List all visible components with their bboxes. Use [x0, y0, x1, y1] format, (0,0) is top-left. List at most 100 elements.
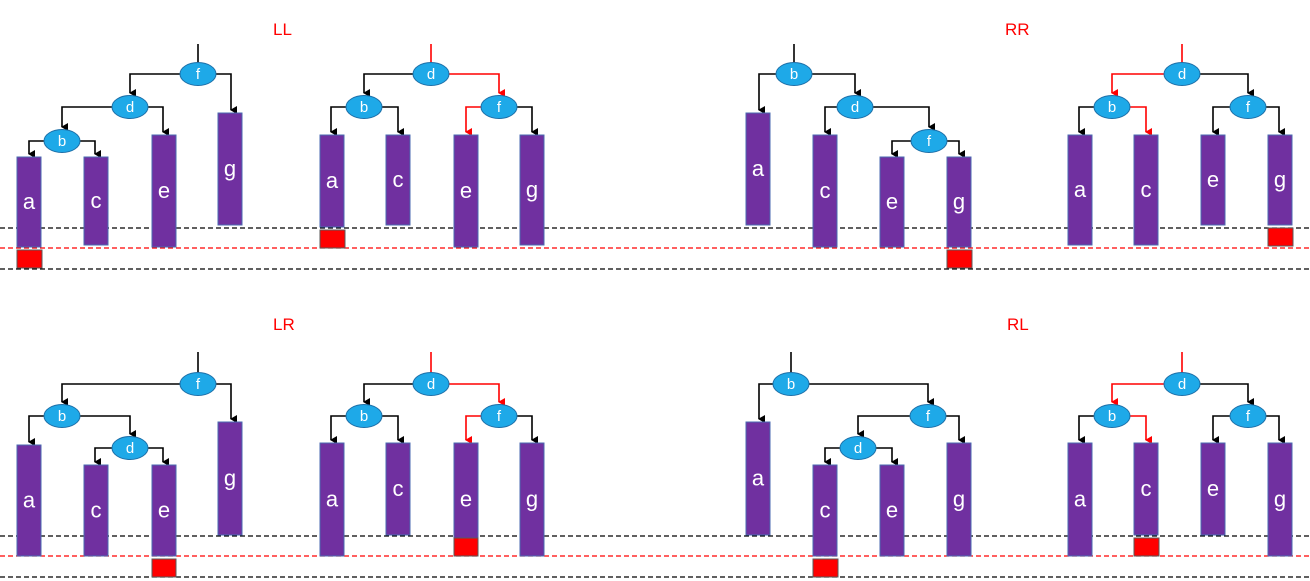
subtree-bar-e	[151, 464, 177, 557]
inserted-node-block	[151, 558, 177, 578]
tree-edge	[129, 73, 180, 97]
tree-node-f	[910, 129, 948, 153]
subtree-bar-a	[1067, 134, 1093, 246]
subtree-label-c: c	[91, 188, 102, 213]
subtree-bar-g	[519, 134, 545, 246]
panel-title-ll: LL	[273, 20, 292, 39]
tree-node-label-d: d	[126, 99, 134, 116]
subtree-bar-e	[1200, 134, 1226, 226]
tree-edge	[216, 73, 237, 114]
tree-edge	[80, 140, 101, 158]
tree-edge	[330, 106, 346, 136]
tree-node-f	[480, 404, 518, 428]
tree-node-d	[836, 95, 874, 119]
tree-node-label-b: b	[58, 133, 66, 150]
rotation-edge	[1130, 106, 1152, 136]
subtree-label-a: a	[326, 487, 339, 512]
tree-edge	[61, 106, 112, 131]
tree-node-label-d: d	[851, 99, 859, 116]
tree-node-label-d: d	[126, 440, 134, 457]
subtree-label-g: g	[953, 189, 965, 214]
tree-edge	[517, 415, 538, 444]
subtree-label-e: e	[460, 178, 472, 203]
tree-node-d	[1163, 62, 1201, 86]
tree-edge	[873, 106, 935, 131]
subtree-label-c: c	[1141, 177, 1152, 202]
tree-node-label-d: d	[854, 440, 862, 457]
subtree-bar-c	[385, 442, 411, 536]
tree-edge	[94, 447, 112, 466]
subtree-label-c: c	[1141, 476, 1152, 501]
subtree-label-c: c	[91, 498, 102, 523]
tree-edge	[28, 140, 44, 158]
tree-node-b	[43, 129, 81, 153]
subtree-bar-e	[879, 156, 905, 248]
tree-node-b	[345, 95, 383, 119]
subtree-bar-c	[812, 134, 838, 248]
subtree-bar-a	[745, 112, 771, 226]
subtree-label-a: a	[1074, 487, 1087, 512]
tree-node-label-b: b	[1108, 408, 1116, 425]
subtree-label-e: e	[1207, 167, 1219, 192]
subtree-label-g: g	[526, 177, 538, 202]
rotation-edge	[1111, 73, 1164, 97]
tree-edge	[363, 383, 413, 406]
subtree-label-e: e	[460, 487, 472, 512]
tree-node-label-b: b	[790, 66, 798, 83]
tree-edge	[517, 106, 538, 136]
tree-edge	[824, 106, 837, 136]
tree-node-d	[1163, 372, 1201, 396]
subtree-bar-c	[812, 464, 838, 557]
tree-node-f	[179, 372, 217, 396]
tree-node-b	[772, 372, 810, 396]
tree-node-label-f: f	[497, 99, 502, 116]
subtree-bar-e	[1200, 442, 1226, 536]
subtree-bar-c	[385, 134, 411, 226]
tree-edge	[1212, 415, 1230, 444]
tree-edge	[1266, 106, 1285, 136]
subtree-label-g: g	[1274, 167, 1286, 192]
subtree-label-c: c	[820, 498, 831, 523]
subtree-label-e: e	[886, 189, 898, 214]
tree-node-f	[909, 404, 947, 428]
subtree-bar-g	[1267, 442, 1293, 557]
tree-edge	[382, 415, 404, 444]
rotation-edge	[449, 73, 505, 97]
tree-node-label-f: f	[196, 66, 201, 83]
tree-node-f	[480, 95, 518, 119]
tree-node-f	[179, 62, 217, 86]
tree-edge	[812, 73, 861, 97]
tree-edge	[857, 415, 910, 438]
tree-node-b	[1093, 95, 1131, 119]
tree-edge	[809, 383, 934, 406]
inserted-node-block	[1267, 227, 1294, 247]
tree-edge	[216, 383, 237, 423]
subtree-label-a: a	[326, 168, 339, 193]
subtree-label-e: e	[158, 178, 170, 203]
subtree-bar-c	[1133, 134, 1159, 246]
subtree-label-e: e	[886, 498, 898, 523]
subtree-label-g: g	[953, 487, 965, 512]
tree-node-label-f: f	[497, 408, 502, 425]
inserted-node-block	[319, 229, 346, 249]
subtree-bar-a	[1067, 442, 1093, 557]
subtree-bar-a	[319, 134, 345, 228]
tree-edge	[947, 140, 965, 158]
subtree-label-c: c	[393, 476, 404, 501]
subtree-bar-g	[217, 421, 243, 536]
subtree-bar-c	[1133, 442, 1159, 536]
subtree-bar-c	[83, 156, 109, 246]
subtree-label-e: e	[158, 498, 170, 523]
tree-node-b	[1093, 404, 1131, 428]
subtree-bar-e	[453, 442, 479, 557]
subtree-label-a: a	[23, 189, 36, 214]
tree-node-label-f: f	[196, 376, 201, 393]
tree-node-d	[111, 436, 149, 460]
tree-node-label-d: d	[427, 376, 435, 393]
subtree-label-g: g	[1274, 487, 1286, 512]
tree-edge	[80, 415, 136, 438]
subtree-label-a: a	[752, 156, 765, 181]
tree-edge	[148, 447, 169, 466]
tree-node-f	[1229, 404, 1267, 428]
subtree-label-c: c	[820, 178, 831, 203]
